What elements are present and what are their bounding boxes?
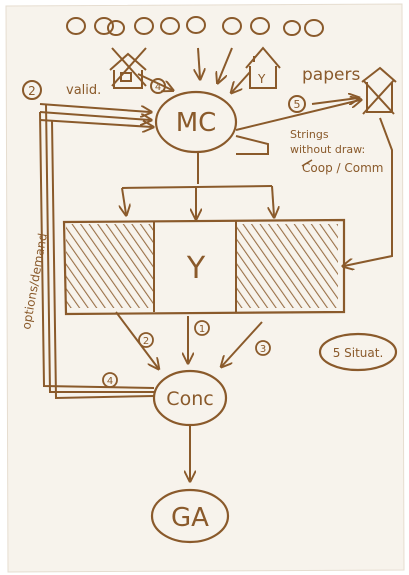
path-marker-3-label: 3 — [260, 344, 266, 355]
ga-node — [150, 488, 230, 544]
grid-to-conc-arrows — [115, 311, 263, 368]
papers-label: papers — [302, 65, 360, 85]
grid-y-label: Y — [186, 251, 206, 286]
path-marker-2 — [138, 332, 154, 348]
paper-background — [5, 3, 405, 573]
path-marker-1 — [194, 320, 210, 336]
grid-outline — [62, 218, 346, 316]
step-marker-5-label: 5 — [294, 98, 301, 111]
person-circle — [250, 17, 270, 35]
validation-arrows — [39, 103, 152, 127]
ga-label: GA — [171, 503, 209, 533]
top-circles-row — [66, 16, 324, 37]
small-y-label: Y — [257, 72, 266, 86]
situation-grid — [62, 218, 346, 316]
person-circle — [304, 19, 324, 37]
valid-label: valid. — [66, 83, 101, 98]
situations-label: 5 Situat. — [333, 346, 384, 360]
mc-node — [154, 90, 238, 154]
mc-to-papers-arrow — [235, 100, 360, 131]
crossed-papers-icon — [361, 66, 397, 115]
person-circle — [66, 17, 86, 35]
feedback-loop-lines — [39, 103, 155, 400]
person-circle — [283, 20, 301, 36]
coop-comm-label: Coop / Comm — [302, 161, 383, 175]
empty-set-stroke — [301, 159, 313, 167]
step-marker-2-label: 2 — [28, 84, 36, 98]
step-marker-4-top-label: 4 — [155, 82, 161, 93]
person-circle — [186, 16, 206, 34]
path-marker-1-label: 1 — [199, 324, 205, 335]
mc-side-loop — [235, 135, 269, 155]
step-marker-4-bottom-label: 4 — [107, 376, 113, 387]
step-marker-2 — [22, 80, 42, 100]
strings-label: Strings — [290, 128, 329, 141]
person-circle — [107, 20, 125, 36]
without-draw-label: without draw: — [290, 143, 365, 156]
step-marker-4-bottom — [102, 372, 118, 388]
step-marker-4-top — [150, 78, 166, 94]
crossed-house-icon — [109, 47, 147, 89]
person-circle — [222, 17, 242, 35]
mc-label: MC — [176, 108, 217, 138]
path-marker-3 — [255, 340, 271, 356]
situations-ellipse — [318, 332, 398, 372]
grid-cell-right-hatch — [236, 224, 338, 308]
person-circle — [94, 17, 114, 35]
person-circle — [160, 17, 180, 35]
conc-label: Conc — [166, 388, 213, 410]
step-marker-5 — [288, 95, 306, 113]
person-circle — [134, 17, 154, 35]
grid-cell-left-hatch — [66, 224, 154, 308]
house-y-icon — [245, 46, 281, 89]
path-marker-2-label: 2 — [143, 336, 149, 347]
arrows-into-mc — [137, 47, 251, 92]
mc-to-grid-arrows — [122, 152, 274, 218]
papers-to-grid-arrow — [344, 117, 393, 266]
